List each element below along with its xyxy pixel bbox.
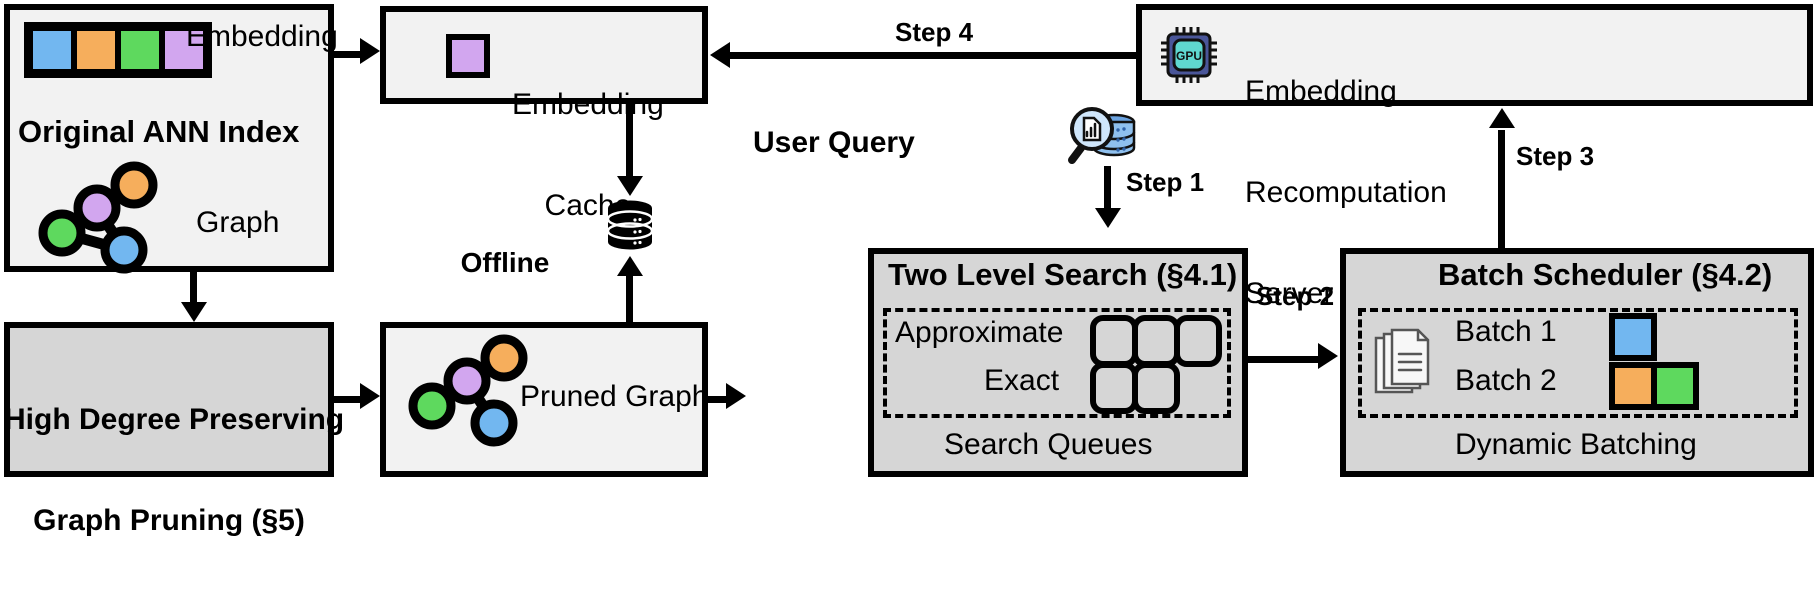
- embedding-cache-swatch: [446, 34, 490, 78]
- batch-2-item-green: [1651, 362, 1699, 410]
- gpu-chip-icon: GPU: [1161, 27, 1217, 83]
- recomputation-server-label: Embedding Recomputation Server: [1245, 8, 1447, 378]
- step4-arrow-line: [730, 52, 1140, 59]
- arrow-index-to-cache-line: [334, 51, 364, 58]
- pruned-graph-figure: [408, 334, 528, 447]
- database-icon: [606, 200, 654, 250]
- step1-arrow-line: [1104, 166, 1111, 214]
- two-level-search-title: Two Level Search (§4.1): [888, 257, 1238, 292]
- queue-slot: [1090, 315, 1138, 367]
- gpu-icon-text: GPU: [1176, 49, 1202, 63]
- batch-2-label: Batch 2: [1455, 364, 1557, 397]
- step3-arrow-line: [1498, 130, 1505, 248]
- embedding-cell-orange: [74, 28, 118, 72]
- arrow-pruned-to-search-line: [708, 396, 730, 403]
- batch-scheduler-box: [1340, 248, 1814, 477]
- recomputation-server-box: [1136, 4, 1813, 106]
- user-query-label: User Query: [753, 126, 915, 159]
- graph-label: Graph: [196, 206, 280, 239]
- arrow-pruning-to-pruned-line: [334, 396, 364, 403]
- embedding-label: Embedding: [186, 20, 338, 53]
- step2-arrow-head: [1318, 343, 1338, 369]
- approximate-queue-row: [1090, 315, 1222, 367]
- original-graph-figure: [38, 161, 158, 274]
- queue-slot: [1174, 315, 1222, 367]
- recomputation-server-line1: Embedding: [1245, 75, 1397, 109]
- arrow-index-to-cache-head: [360, 38, 380, 64]
- arrow-index-to-pruning-line: [190, 272, 197, 308]
- embedding-cell-purple: [162, 28, 206, 72]
- embedding-cache-line1: Embedding: [512, 88, 664, 122]
- approximate-label: Approximate: [895, 316, 1064, 349]
- step2-label: Step 2: [1256, 281, 1335, 311]
- arrow-index-to-pruning-head: [181, 302, 207, 322]
- queue-slot: [1132, 315, 1180, 367]
- arrow-cache-to-storage-head: [617, 176, 643, 196]
- step4-arrow-head: [710, 42, 730, 68]
- queue-slot: [1090, 362, 1138, 414]
- batch-scheduler-title: Batch Scheduler (§4.2): [1438, 257, 1773, 292]
- recomputation-server-line3: Server: [1245, 276, 1334, 310]
- search-queues-dashed-region: [883, 308, 1231, 418]
- step1-arrow-head: [1095, 208, 1121, 228]
- diagram-canvas: Embedding Original ANN Index Graph Embed…: [4, 4, 1814, 537]
- batch-2-item-orange: [1609, 362, 1657, 410]
- documents-stack-icon: [1374, 328, 1430, 394]
- original-ann-index-label: Original ANN Index: [18, 114, 300, 149]
- arrow-pruned-to-storage-line: [626, 275, 633, 323]
- step3-label: Step 3: [1516, 141, 1595, 171]
- exact-label: Exact: [984, 364, 1060, 397]
- embedding-strip: [24, 22, 212, 78]
- graph-pruning-label: High Degree Preserving Graph Pruning (§5…: [4, 336, 345, 605]
- dynamic-batching-footer: Dynamic Batching: [1455, 428, 1697, 461]
- dynamic-batching-dashed-region: [1358, 308, 1798, 418]
- arrow-pruned-to-storage-head: [617, 256, 643, 276]
- embedding-cell-green: [118, 28, 162, 72]
- embedding-cell-blue: [30, 28, 74, 72]
- arrow-pruned-to-search-head: [726, 383, 746, 409]
- step1-label: Step 1: [1126, 167, 1205, 197]
- step4-label: Step 4: [895, 17, 974, 47]
- graph-pruning-box: [4, 322, 334, 477]
- batch-1-item-blue: [1609, 313, 1657, 361]
- pruned-graph-label: Pruned Graph: [520, 380, 709, 413]
- embedding-cache-box: [380, 6, 708, 104]
- query-search-database-icon: [1068, 107, 1136, 164]
- search-queues-footer: Search Queues: [944, 428, 1153, 461]
- graph-pruning-line1: High Degree Preserving: [4, 403, 345, 437]
- step2-arrow-line: [1248, 356, 1323, 363]
- queue-slot: [1132, 362, 1180, 414]
- arrow-pruning-to-pruned-head: [360, 383, 380, 409]
- exact-queue-row: [1090, 362, 1180, 414]
- arrow-cache-to-storage-line: [626, 104, 633, 182]
- batch-1-label: Batch 1: [1455, 315, 1557, 348]
- step3-arrow-head: [1489, 108, 1515, 128]
- graph-pruning-line2: Graph Pruning (§5): [33, 503, 305, 537]
- offline-storage-line1: Offline: [460, 246, 550, 278]
- recomputation-server-line2: Recomputation: [1245, 175, 1447, 209]
